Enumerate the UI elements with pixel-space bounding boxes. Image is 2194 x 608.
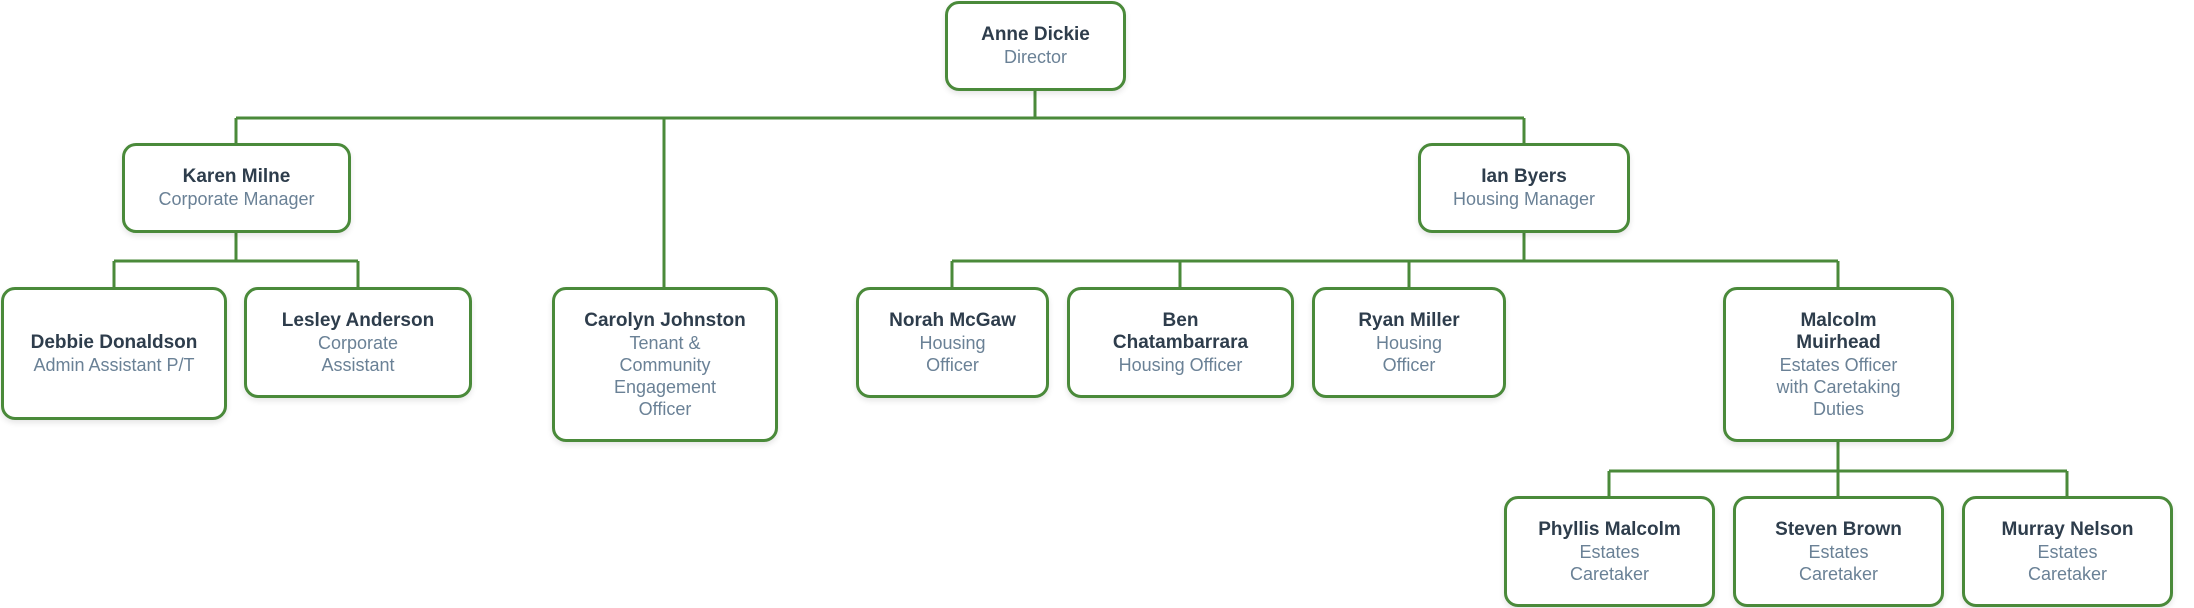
node-director: Anne Dickie Director <box>945 1 1126 91</box>
node-role: Director <box>1003 47 1067 67</box>
node-role: Admin Assistant P/T <box>33 354 195 375</box>
connector-malcolm <box>1607 442 2069 496</box>
node-role: Housing Officer <box>1375 332 1443 375</box>
node-role: Estates Officer with Caretaking Duties <box>1776 354 1901 419</box>
node-name: Carolyn Johnston <box>584 309 746 331</box>
node-role: Corporate Manager <box>158 189 315 209</box>
node-caretaker-steven: Steven Brown Estates Caretaker <box>1733 496 1944 607</box>
node-name: Anne Dickie <box>981 24 1090 45</box>
node-role: Estates Caretaker <box>2027 541 2108 584</box>
connector-ian <box>950 233 1840 287</box>
node-role: Estates Caretaker <box>1798 541 1879 584</box>
node-name: Ryan Miller <box>1358 309 1460 331</box>
node-name: Phyllis Malcolm <box>1538 518 1681 540</box>
node-name: Norah McGaw <box>889 309 1016 331</box>
node-role: Corporate Assistant <box>317 332 399 375</box>
node-name: Lesley Anderson <box>281 309 435 331</box>
node-name: Karen Milne <box>182 166 291 187</box>
node-housing-officer-norah: Norah McGaw Housing Officer <box>856 287 1049 398</box>
node-name: Malcolm Muirhead <box>1796 309 1881 353</box>
node-role: Tenant & Community Engagement Officer <box>613 332 717 419</box>
node-name: Ian Byers <box>1481 166 1567 187</box>
node-housing-officer-ryan: Ryan Miller Housing Officer <box>1312 287 1506 398</box>
node-admin-assistant: Debbie Donaldson Admin Assistant P/T <box>1 287 227 420</box>
node-name: Murray Nelson <box>2001 518 2134 540</box>
node-engagement-officer: Carolyn Johnston Tenant & Community Enga… <box>552 287 778 442</box>
node-corporate-assistant: Lesley Anderson Corporate Assistant <box>244 287 472 398</box>
node-name: Steven Brown <box>1775 518 1902 540</box>
node-role: Housing Officer <box>919 332 986 375</box>
node-caretaker-phyllis: Phyllis Malcolm Estates Caretaker <box>1504 496 1715 607</box>
node-housing-manager: Ian Byers Housing Manager <box>1418 143 1630 233</box>
node-role: Housing Manager <box>1452 189 1596 209</box>
connector-director <box>234 90 1526 287</box>
node-role: Estates Caretaker <box>1569 541 1650 584</box>
node-housing-officer-ben: Ben Chatambarrara Housing Officer <box>1067 287 1294 398</box>
node-caretaker-murray: Murray Nelson Estates Caretaker <box>1962 496 2173 607</box>
connector-karen <box>112 233 360 287</box>
node-estates-officer: Malcolm Muirhead Estates Officer with Ca… <box>1723 287 1954 442</box>
node-name: Debbie Donaldson <box>30 331 198 353</box>
node-role: Housing Officer <box>1118 354 1243 375</box>
node-name: Ben Chatambarrara <box>1112 309 1249 353</box>
node-corporate-manager: Karen Milne Corporate Manager <box>122 143 351 233</box>
